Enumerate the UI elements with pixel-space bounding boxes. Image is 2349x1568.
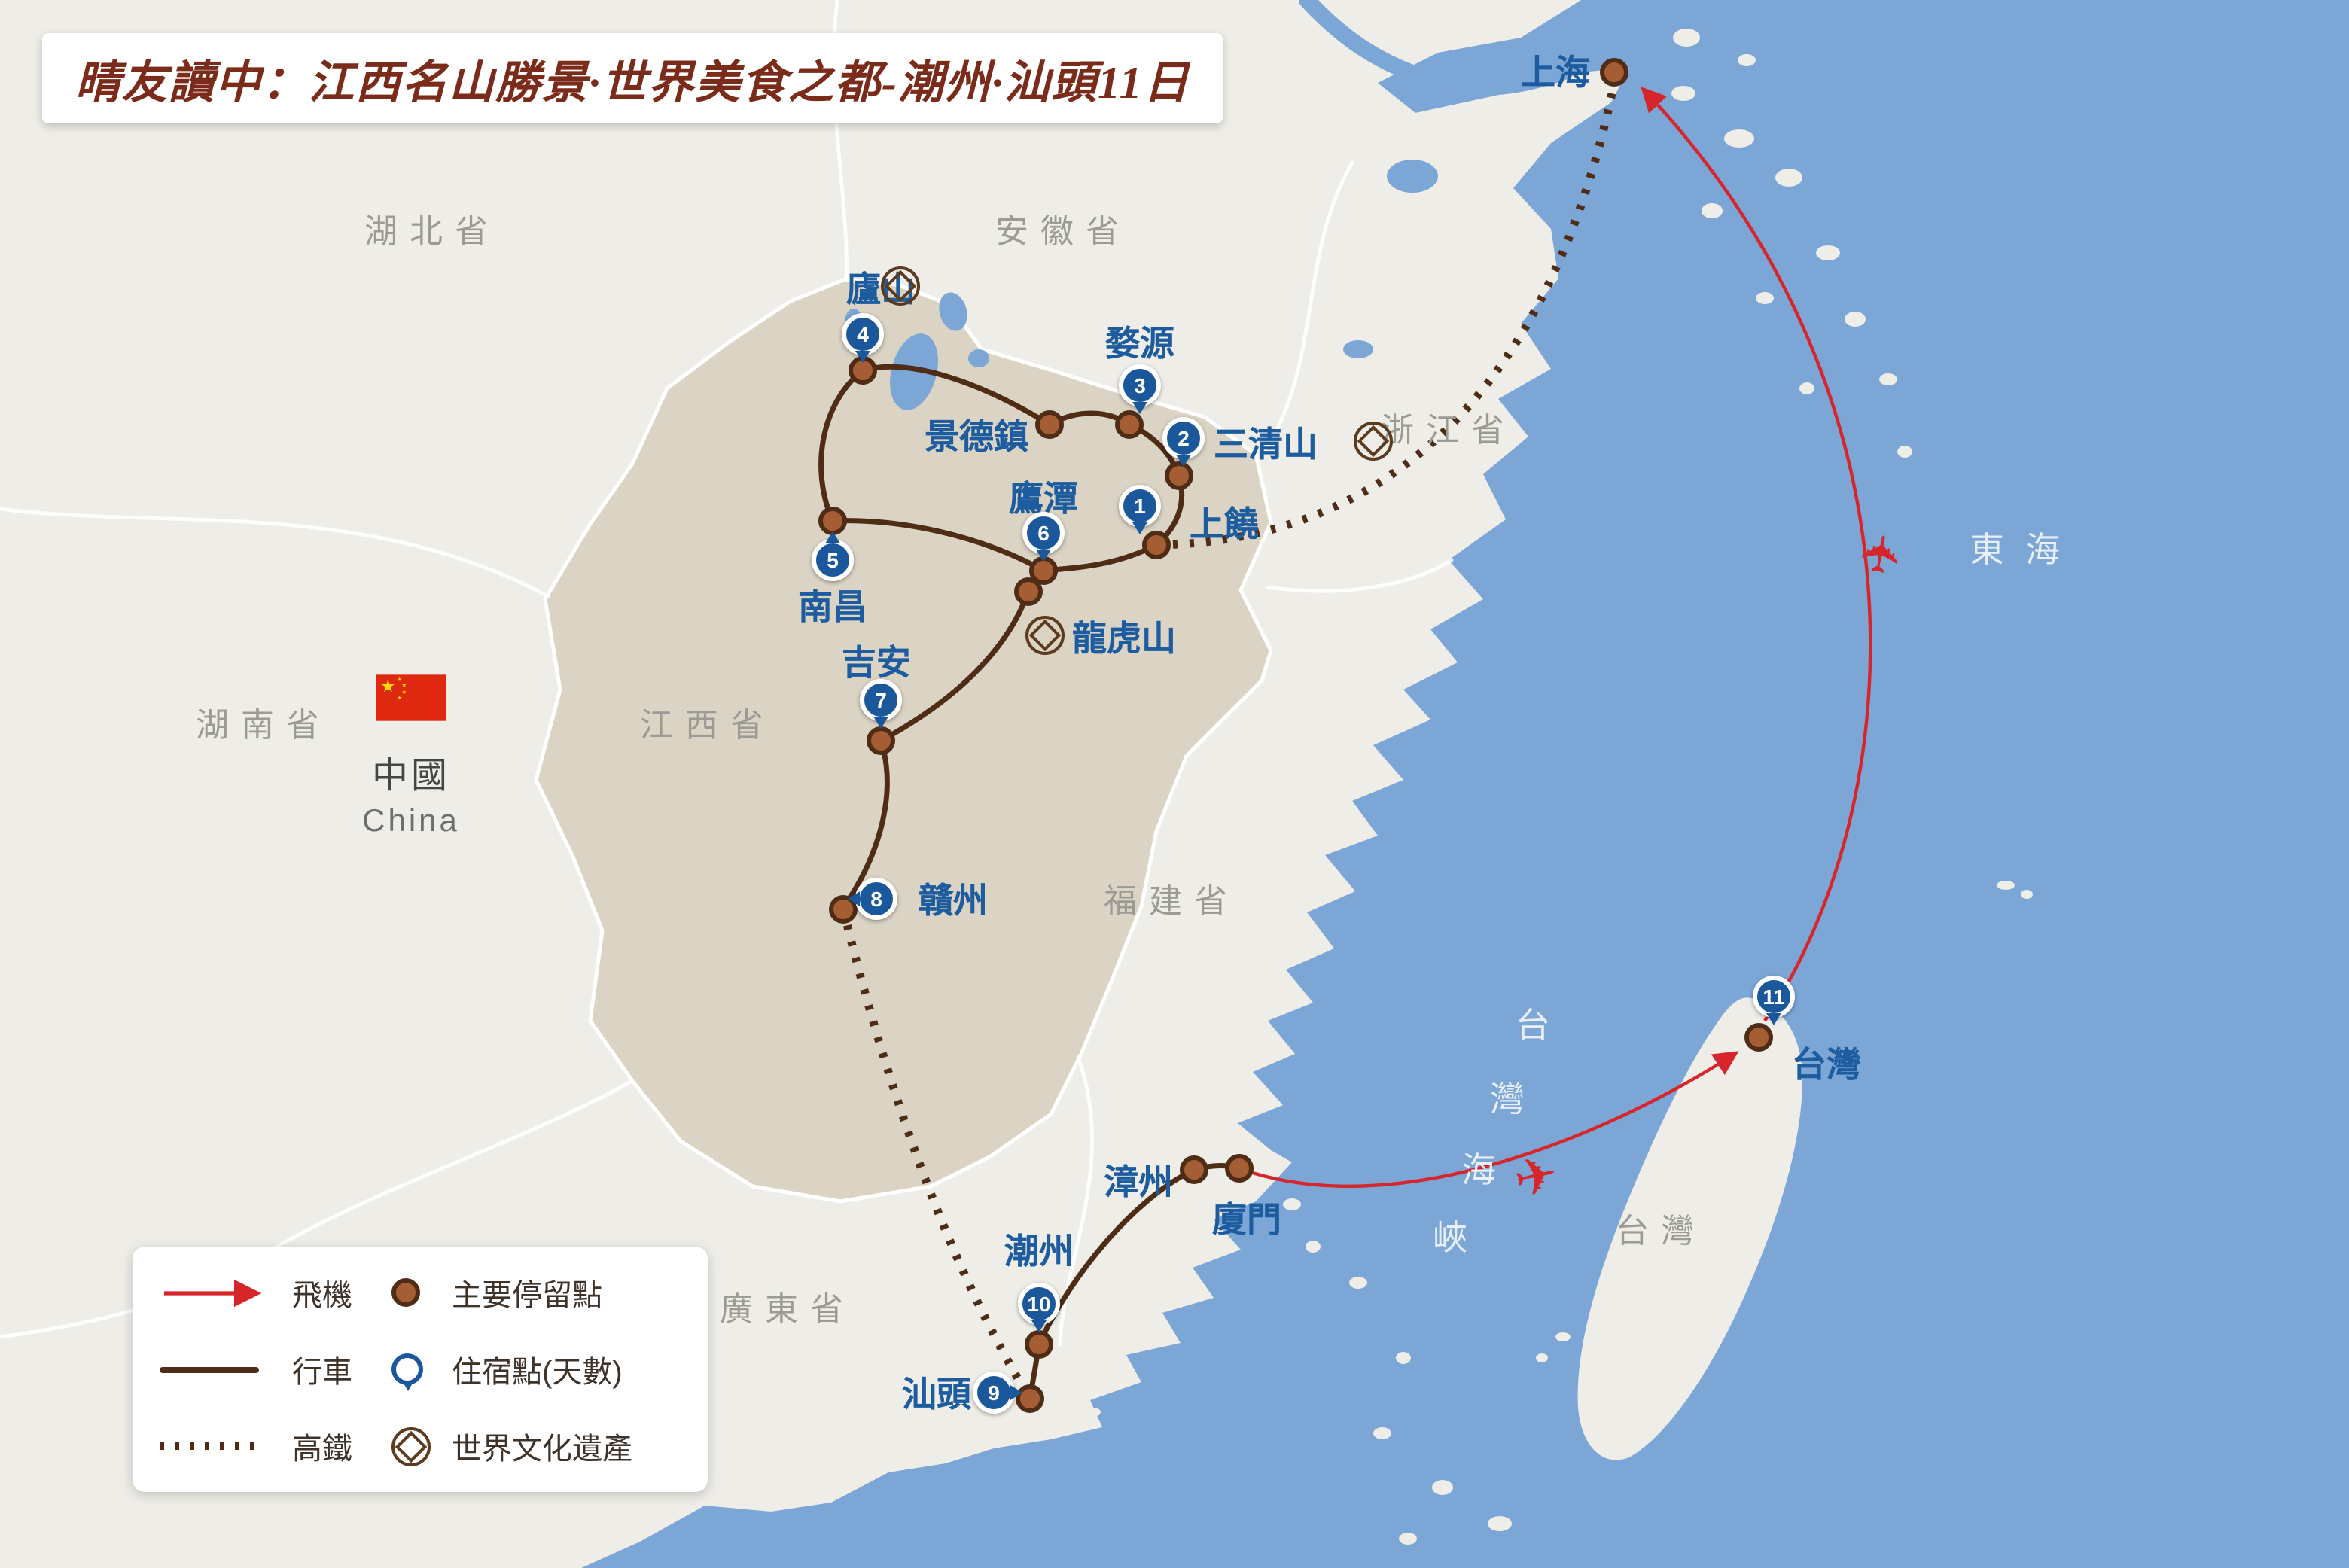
stop-dot xyxy=(1142,531,1171,559)
legend-label-plane: 飛機 xyxy=(292,1280,352,1313)
stop-pin-8: 8 xyxy=(855,878,897,920)
china-flag-icon xyxy=(376,674,446,721)
drive-lushan-jingdezhen xyxy=(860,364,1053,428)
province-label: 台灣 xyxy=(1615,1212,1707,1250)
stop-label: 台灣 xyxy=(1792,1045,1861,1084)
offshore-islands xyxy=(1086,29,2033,1545)
drive-nanchang-yingtan xyxy=(830,518,1047,574)
province-label: 江西省 xyxy=(639,706,776,744)
province-label: 福建省 xyxy=(1103,882,1240,920)
city-dot xyxy=(1600,58,1628,87)
flight-xiamen-taiwan xyxy=(1238,1051,1739,1189)
city-dot xyxy=(1225,1154,1254,1183)
city-label: 龍虎山 xyxy=(1072,619,1176,658)
rail-shangrao-shanghai xyxy=(1156,81,1619,550)
legend-label-drive: 行車 xyxy=(292,1356,352,1390)
rail-routes xyxy=(839,81,1619,1401)
flight-taiwan-shanghai xyxy=(1641,87,1872,1022)
stop-pin-9: 9 xyxy=(973,1372,1015,1414)
jiangxi-province xyxy=(534,278,1273,1204)
world-heritage-icon xyxy=(392,1426,452,1466)
city-label: 廈門 xyxy=(1212,1200,1281,1239)
title-box: 晴友讀中：江西名山勝景·世界美食之都-潮州·汕頭11日 xyxy=(42,33,1223,123)
plane-route-icon xyxy=(160,1279,292,1306)
stop-pin-5: 5 xyxy=(812,539,854,581)
flag-label-en: China xyxy=(362,804,460,839)
legend-label-stop: 主要停留點 xyxy=(452,1280,602,1313)
drive-longhushan-jian xyxy=(878,589,1031,744)
flag-label-cn: 中國 xyxy=(372,756,450,796)
province-label: 浙江省 xyxy=(1380,411,1517,449)
stop-pin-11: 11 xyxy=(1753,976,1795,1018)
stop-pin-2: 2 xyxy=(1162,417,1205,459)
stop-label: 贛州 xyxy=(919,881,988,920)
stop-pin-7: 7 xyxy=(860,679,902,721)
legend: 飛機 主要停留點 行車 住宿點(天數) 高鐵 世界文化遺產 xyxy=(133,1247,708,1492)
province-label: 廣東省 xyxy=(719,1290,856,1328)
page-title: 晴友讀中：江西名山勝景·世界美食之都-潮州·汕頭11日 xyxy=(75,59,1190,108)
province-label: 湖南省 xyxy=(195,706,332,744)
legend-label-heritage: 世界文化遺產 xyxy=(452,1433,632,1466)
drive-lushan-nanchang xyxy=(818,367,866,524)
china-flag-group: 中國 China xyxy=(343,674,479,840)
world-heritage-icon xyxy=(1025,616,1065,655)
city-label: 上海 xyxy=(1521,53,1590,92)
province-label: 安徽省 xyxy=(995,212,1132,250)
sea-label-taiwan-strait: 海 xyxy=(1461,1150,1496,1189)
world-heritage-icon xyxy=(1354,422,1393,461)
stay-pin-icon xyxy=(392,1353,452,1385)
city-label: 景德鎮 xyxy=(925,417,1028,456)
sea-label-taiwan-strait: 峽 xyxy=(1433,1218,1467,1257)
city-dot xyxy=(1180,1155,1208,1184)
stop-dot-icon xyxy=(392,1278,452,1307)
plane-icon: ✈ xyxy=(1849,528,1915,580)
stop-pin-1: 1 xyxy=(1119,485,1161,527)
taiwan-island xyxy=(1577,997,1803,1460)
rail-route-icon xyxy=(160,1442,292,1450)
legend-label-stay: 住宿點(天數) xyxy=(452,1356,623,1390)
sea-label-taiwan-strait: 台 xyxy=(1516,1006,1550,1045)
rail-ganzhou-shantou xyxy=(839,908,1034,1401)
stop-label: 汕頭 xyxy=(902,1375,971,1414)
stop-pin-6: 6 xyxy=(1022,512,1065,554)
stop-label: 南昌 xyxy=(798,587,867,626)
drive-jian-ganzhou xyxy=(842,738,890,908)
city-dot xyxy=(1035,410,1064,439)
stop-label: 上饒 xyxy=(1190,504,1259,543)
stop-pin-10: 10 xyxy=(1018,1283,1060,1325)
sea-label-east-sea: 東海 xyxy=(1970,530,2081,569)
stop-pin-4: 4 xyxy=(842,313,884,355)
province-borders xyxy=(0,0,1454,1347)
stop-dot xyxy=(1016,1384,1044,1413)
drive-route-icon xyxy=(160,1366,292,1372)
city-label: 漳州 xyxy=(1104,1162,1173,1201)
sea-label-taiwan-strait: 灣 xyxy=(1490,1079,1525,1119)
legend-label-rail: 高鐵 xyxy=(292,1433,352,1466)
stop-label: 婺源 xyxy=(1105,324,1174,363)
stop-label: 潮州 xyxy=(1004,1232,1074,1271)
province-label: 湖北省 xyxy=(364,212,501,250)
stop-label: 吉安 xyxy=(842,643,911,682)
flight-routes xyxy=(1238,87,1872,1189)
stop-label: 三清山 xyxy=(1214,425,1318,464)
stop-pin-3: 3 xyxy=(1119,364,1161,406)
world-heritage-icon xyxy=(881,266,920,306)
